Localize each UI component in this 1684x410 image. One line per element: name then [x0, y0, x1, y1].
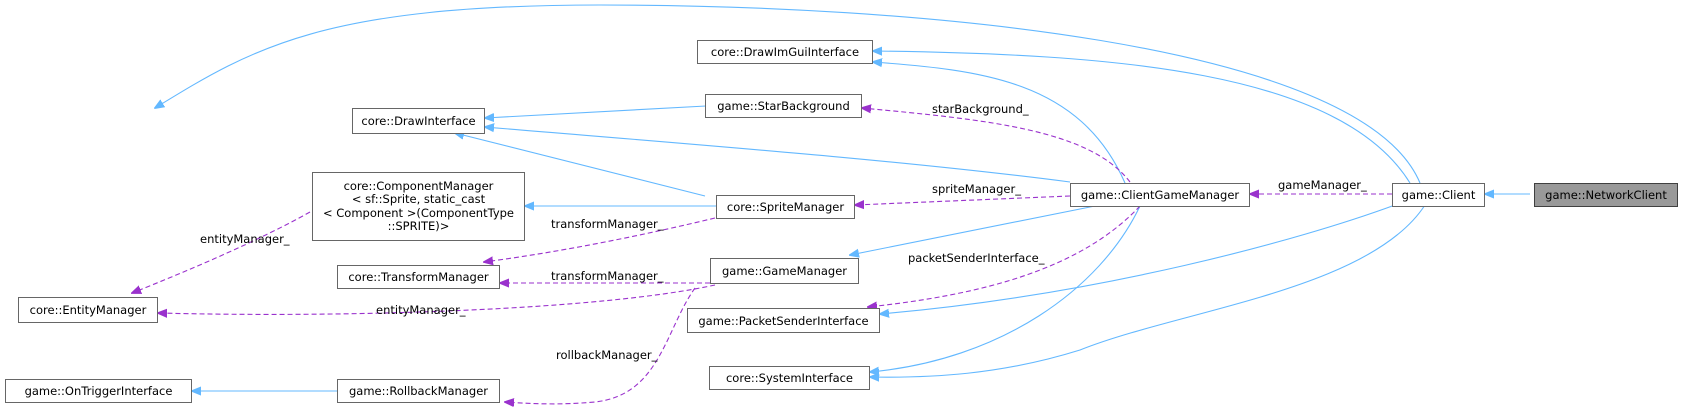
node-component-manager[interactable]: core::ComponentManager < sf::Sprite, sta… [312, 172, 525, 241]
node-star-background[interactable]: game::StarBackground [705, 94, 862, 118]
edge-cgm-gamemanager [850, 204, 1101, 255]
label-transform-manager-top: transformManager_ [551, 217, 664, 231]
edge-cgm-drawimgui [873, 62, 1126, 184]
edge-client-packetsender [880, 204, 1396, 314]
node-draw-imgui-interface[interactable]: core::DrawImGuiInterface [697, 40, 873, 64]
edge-cgm-drawinterface [485, 127, 1071, 183]
edge-client-systeminterface [870, 204, 1426, 377]
edge-star-drawinterface [485, 105, 707, 118]
label-packet-sender-interface: packetSenderInterface_ [908, 251, 1045, 265]
label-entity-manager-bottom: entityManager_ [376, 303, 466, 317]
node-client[interactable]: game::Client [1392, 183, 1485, 207]
label-sprite-manager: spriteManager_ [932, 182, 1021, 196]
label-rollback-manager: rollbackManager_ [556, 348, 658, 362]
node-draw-interface[interactable]: core::DrawInterface [352, 108, 485, 134]
edge-cgm-systeminterface [870, 205, 1141, 372]
node-transform-manager[interactable]: core::TransformManager [337, 265, 500, 289]
node-network-client[interactable]: game::NetworkClient [1534, 183, 1678, 207]
label-game-manager: gameManager_ [1278, 178, 1367, 192]
node-client-game-manager[interactable]: game::ClientGameManager [1070, 183, 1250, 207]
edge-gamemanager-entitymanager [158, 284, 716, 314]
label-entity-manager-top: entityManager_ [200, 232, 290, 246]
edge-componentmgr-entitymanager [132, 211, 311, 293]
node-on-trigger-interface[interactable]: game::OnTriggerInterface [5, 379, 192, 403]
edge-cgm-spritemanager [855, 195, 1071, 205]
edge-cgm-packetsender [868, 205, 1141, 307]
node-rollback-manager[interactable]: game::RollbackManager [337, 379, 500, 403]
node-sprite-manager[interactable]: core::SpriteManager [716, 195, 855, 219]
node-entity-manager[interactable]: core::EntityManager [18, 297, 158, 323]
node-packet-sender-interface[interactable]: game::PacketSenderInterface [687, 308, 880, 333]
node-game-manager[interactable]: game::GameManager [710, 258, 859, 284]
edge-gamemanager-rollback [505, 287, 696, 404]
label-transform-manager-mid: transformManager_ [551, 269, 664, 283]
edge-client-drawimgui [873, 51, 1411, 184]
node-system-interface[interactable]: core::SystemInterface [709, 366, 870, 390]
edge-cgm-starbackground [862, 108, 1131, 183]
edge-client-drawinterface [155, 4, 1421, 184]
label-star-background: starBackground_ [932, 102, 1029, 116]
edge-sprite-drawinterface [455, 133, 706, 197]
